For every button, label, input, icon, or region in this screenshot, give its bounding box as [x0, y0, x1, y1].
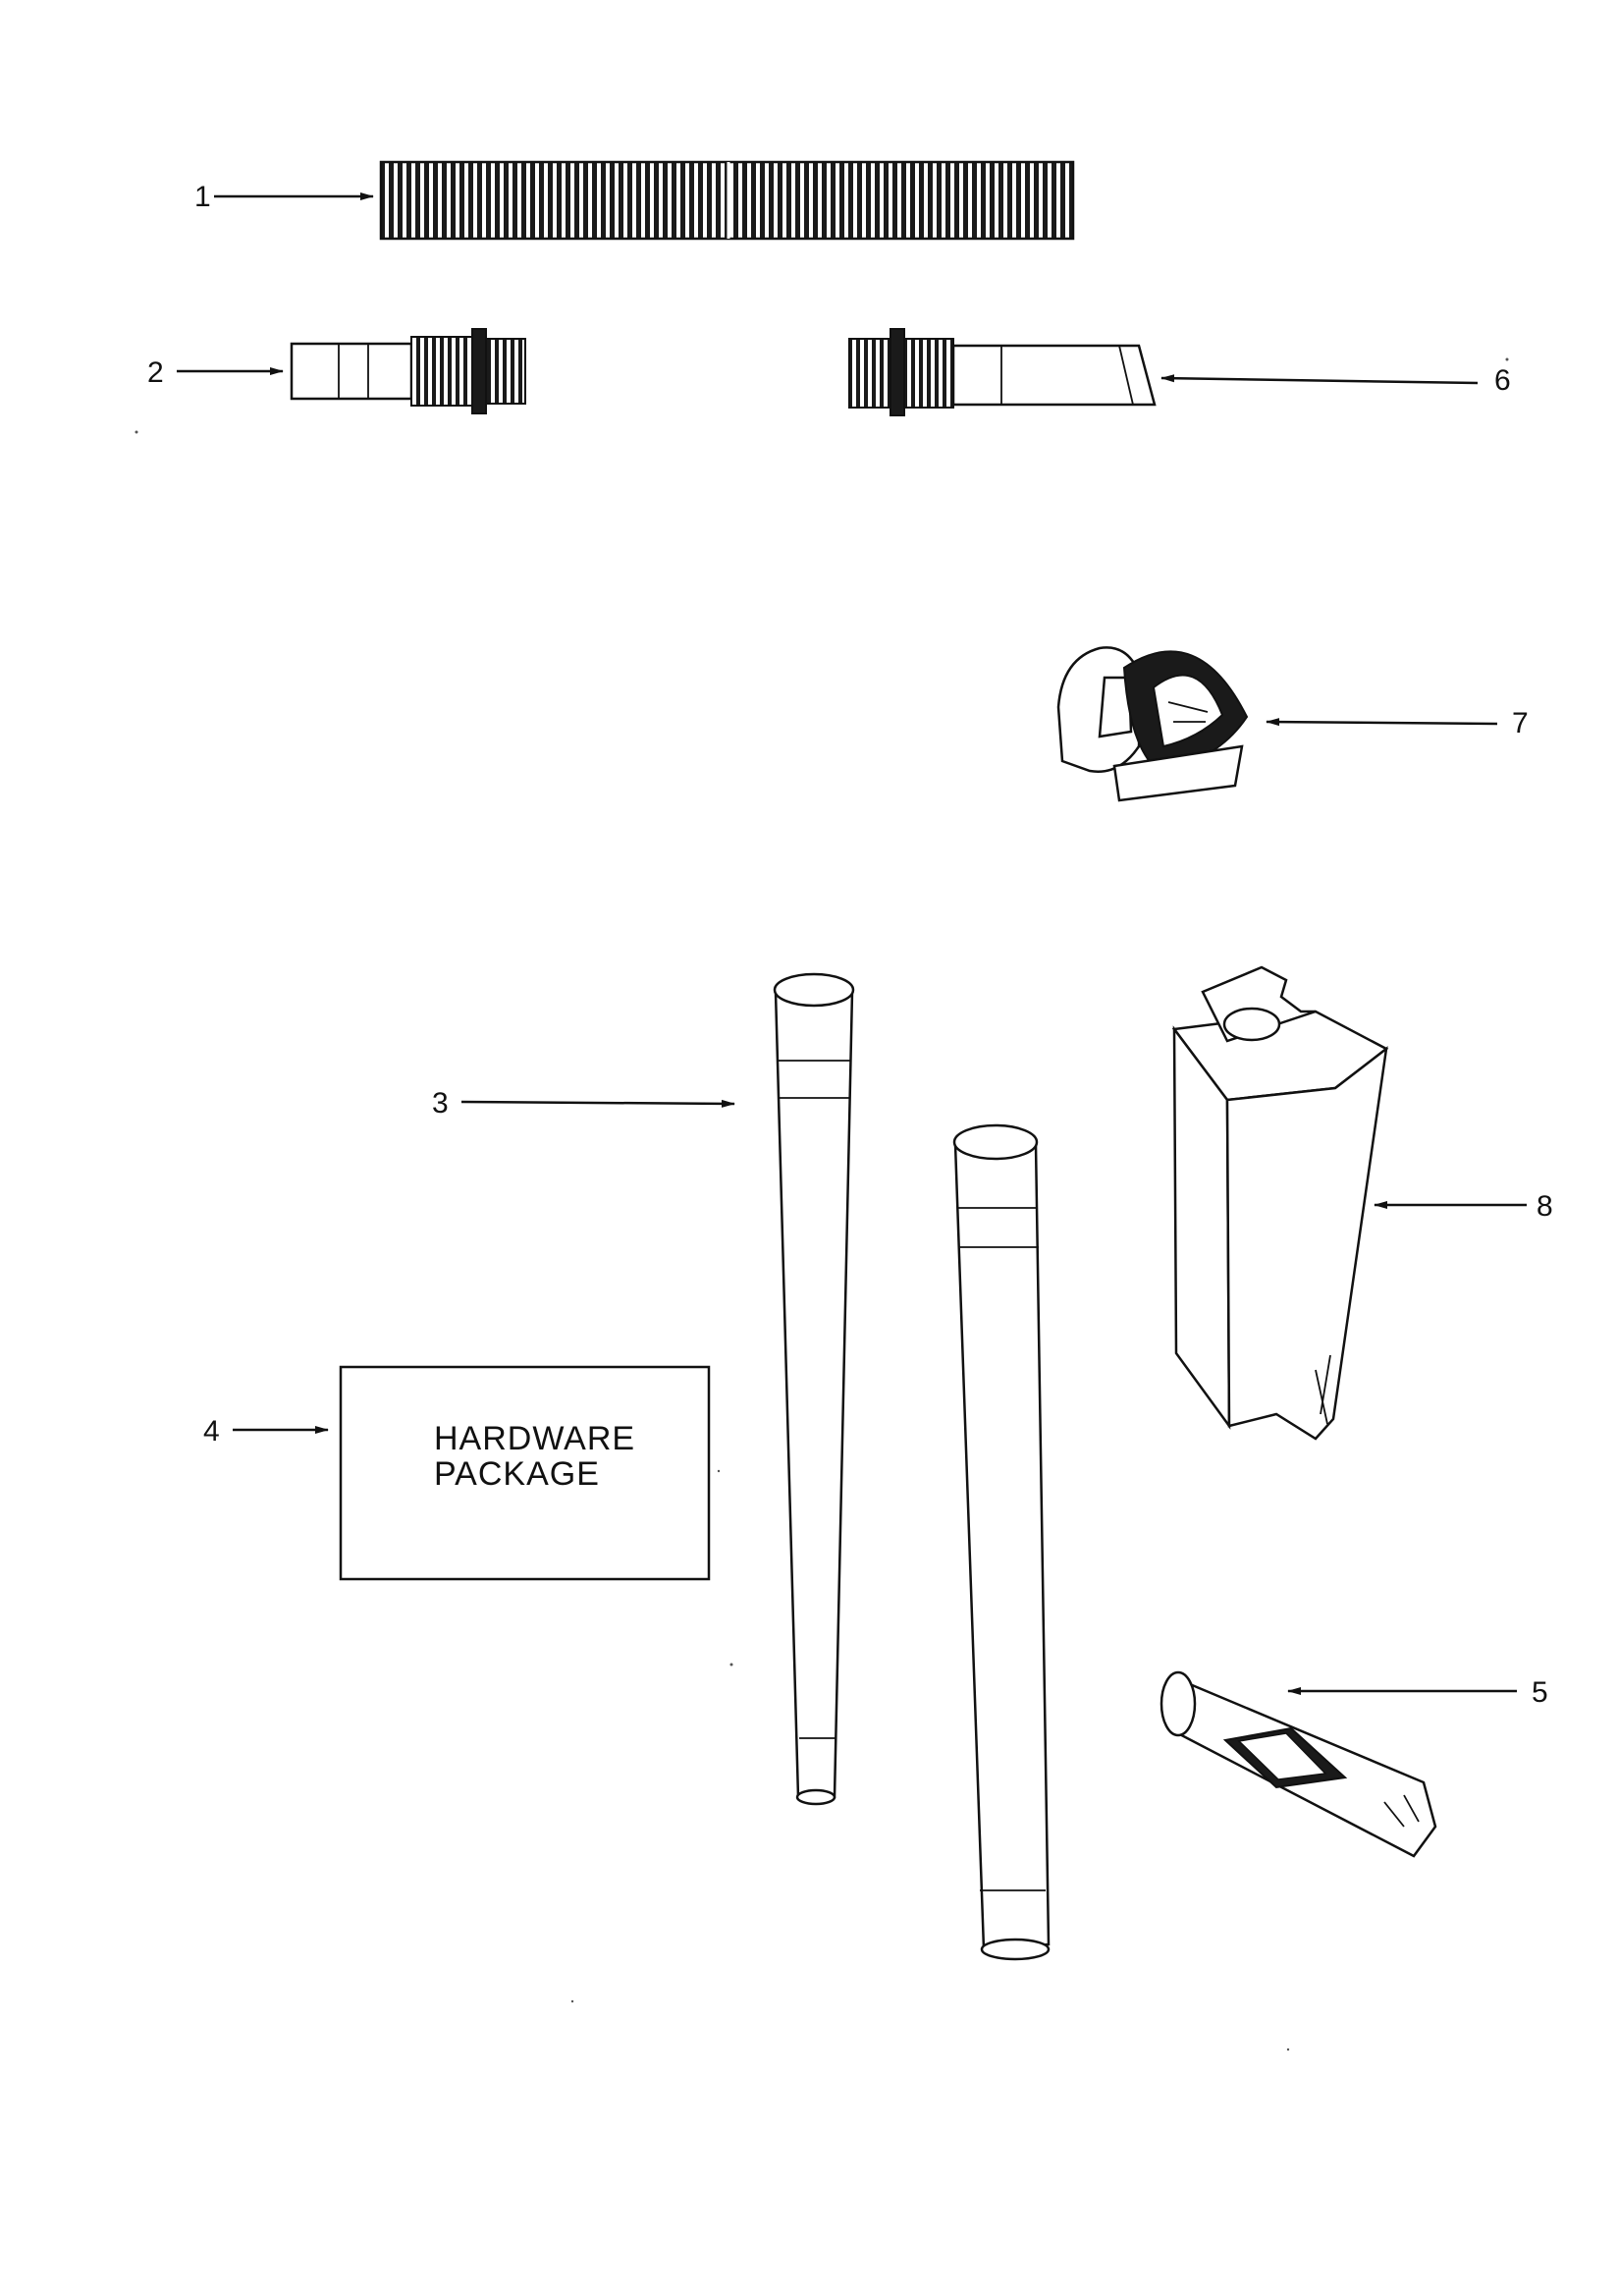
part-8-dust-bag: 8	[1171, 965, 1553, 1441]
callout-5: 5	[1532, 1676, 1548, 1709]
part-7-upholstery-brush: 7	[1056, 646, 1529, 802]
callout-6: 6	[1494, 364, 1511, 397]
scan-specks	[135, 357, 1509, 2051]
hardware-package-line2: PACKAGE	[434, 1455, 600, 1493]
callout-7: 7	[1512, 707, 1529, 739]
part-4-hardware-package: HARDWARE PACKAGE 4	[203, 1365, 711, 1581]
part-6-crevice-tool: 6	[848, 328, 1511, 416]
part-5-crevice-nozzle: 5	[1160, 1670, 1548, 1858]
callout-1: 1	[194, 181, 211, 213]
hardware-package-line1: HARDWARE	[434, 1420, 635, 1457]
callout-4: 4	[203, 1415, 220, 1448]
callout-3: 3	[432, 1087, 449, 1120]
part-3-extension-wands: 3	[432, 972, 1051, 1961]
part-2-hose-adapter: 2	[147, 328, 526, 414]
callout-8: 8	[1537, 1190, 1553, 1223]
part-1-hose: 1	[194, 160, 1075, 241]
callout-2: 2	[147, 356, 164, 389]
